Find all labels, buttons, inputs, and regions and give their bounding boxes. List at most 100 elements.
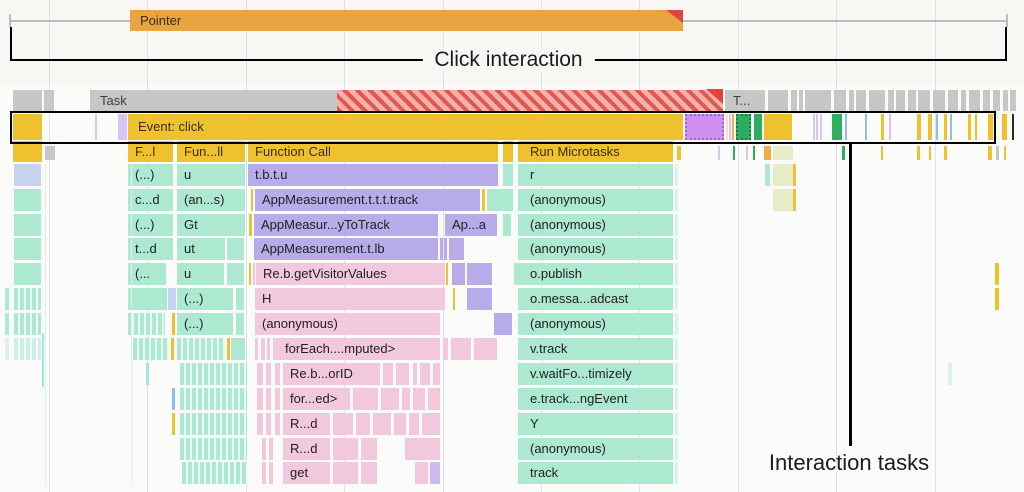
flame-bar[interactable] — [816, 114, 818, 140]
flame-bar[interactable] — [45, 146, 55, 160]
flame-bar[interactable] — [333, 462, 358, 484]
flame-bar[interactable] — [5, 288, 9, 310]
flame-bar[interactable] — [413, 388, 425, 410]
flame-bar[interactable] — [267, 338, 270, 360]
flame-bar[interactable] — [675, 388, 678, 410]
flame-bar[interactable] — [1003, 90, 1008, 111]
flame-bar[interactable] — [383, 363, 393, 385]
flame-bar[interactable] — [675, 288, 678, 310]
flame-bar[interactable] — [146, 363, 149, 385]
flame-bar-t-d[interactable]: t...d — [128, 238, 173, 260]
flame-bar-re-b-getvisitorvalues[interactable]: Re.b.getVisitorValues — [256, 263, 445, 285]
flame-bar[interactable] — [918, 90, 930, 111]
flame-bar[interactable] — [832, 114, 842, 140]
flame-bar[interactable] — [118, 114, 127, 140]
flame-bar-t-b-t-u[interactable]: t.b.t.u — [248, 164, 498, 186]
flame-bar[interactable] — [275, 363, 280, 385]
flame-bar[interactable] — [420, 363, 430, 385]
flame-bar[interactable] — [865, 114, 867, 140]
flame-bar-anonymous[interactable]: (anonymous) — [518, 189, 673, 211]
flame-bar[interactable] — [333, 413, 353, 435]
flame-bar[interactable] — [249, 263, 251, 285]
flame-bar[interactable] — [773, 146, 793, 160]
flame-bar[interactable] — [736, 114, 751, 140]
flame-bar-u[interactable]: u — [177, 263, 224, 285]
flame-bar[interactable] — [896, 90, 905, 111]
flame-bar[interactable] — [799, 90, 803, 111]
flame-bar[interactable] — [180, 388, 247, 410]
flame-bar[interactable] — [983, 90, 990, 111]
flame-bar[interactable] — [45, 164, 46, 485]
flame-bar[interactable] — [5, 338, 9, 360]
flame-bar[interactable] — [494, 313, 512, 335]
flame-bar[interactable] — [732, 114, 734, 140]
flame-bar-bar[interactable]: (...) — [128, 164, 173, 186]
flame-bar[interactable] — [14, 338, 41, 360]
flame-bar[interactable] — [503, 141, 513, 162]
flame-bar-anonymous[interactable]: (anonymous) — [518, 214, 673, 236]
flame-bar[interactable] — [405, 438, 440, 460]
flame-bar[interactable] — [881, 146, 883, 160]
flame-bar[interactable] — [928, 114, 932, 140]
flame-bar-anonymous[interactable]: (anonymous) — [518, 438, 673, 460]
flame-bar[interactable] — [975, 114, 977, 140]
flame-bar[interactable] — [726, 114, 728, 140]
flame-bar[interactable] — [227, 263, 244, 285]
flame-bar[interactable] — [172, 413, 175, 435]
flame-bar[interactable] — [675, 189, 678, 211]
flame-bar[interactable] — [996, 146, 999, 160]
flame-bar[interactable] — [409, 413, 419, 435]
flame-bar[interactable] — [514, 263, 518, 285]
flame-bar[interactable] — [182, 462, 247, 484]
flame-bar[interactable] — [180, 438, 247, 460]
flame-bar-appmeasurement-t-t-t-track[interactable]: AppMeasurement.t.t.t.track — [255, 189, 480, 211]
flame-bar[interactable] — [361, 462, 377, 484]
flame-bar[interactable] — [988, 146, 992, 160]
flame-bar-run-microtasks[interactable]: Run Microtasks — [518, 141, 673, 162]
flame-bar[interactable] — [675, 438, 678, 460]
flame-bar-get[interactable]: get — [283, 462, 330, 484]
flame-bar-track[interactable]: track — [518, 462, 673, 484]
flame-bar[interactable] — [133, 338, 168, 360]
flame-bar[interactable] — [764, 146, 771, 160]
flame-bar[interactable] — [917, 146, 920, 160]
flame-bar-for-ed[interactable]: for...ed> — [283, 388, 350, 410]
flame-bar[interactable] — [415, 462, 428, 484]
flame-bar[interactable] — [353, 388, 378, 410]
flame-bar[interactable] — [881, 114, 884, 140]
flame-bar-e-track-ngevent[interactable]: e.track...ngEvent — [518, 388, 673, 410]
flame-bar[interactable] — [266, 413, 271, 435]
flame-bar-t[interactable]: T... — [725, 90, 765, 111]
flame-bar[interactable] — [675, 313, 678, 335]
flame-bar[interactable] — [768, 90, 788, 111]
flame-bar-re-b-orid[interactable]: Re.b...orID — [283, 363, 380, 385]
flame-bar-v-track[interactable]: v.track — [518, 338, 673, 360]
flame-bar[interactable] — [266, 388, 271, 410]
flame-bar[interactable] — [275, 388, 280, 410]
flame-bar[interactable] — [251, 189, 253, 211]
flame-bar[interactable] — [261, 338, 265, 360]
flame-bar[interactable] — [675, 462, 678, 484]
flame-bar[interactable] — [813, 114, 815, 140]
flame-bar[interactable] — [1012, 114, 1014, 140]
flame-bar[interactable] — [842, 146, 845, 160]
flame-bar[interactable] — [14, 214, 41, 236]
flame-bar[interactable] — [449, 238, 464, 260]
flame-bar[interactable] — [381, 388, 399, 410]
flame-bar[interactable] — [474, 338, 497, 360]
flame-bar[interactable] — [451, 338, 471, 360]
flame-bar-h[interactable]: H — [255, 288, 445, 310]
flame-bar[interactable] — [14, 164, 41, 186]
flame-bar-r-d[interactable]: R...d — [283, 438, 330, 460]
flame-bar[interactable] — [14, 263, 41, 285]
flame-bar[interactable] — [269, 438, 273, 460]
flame-bar[interactable] — [42, 333, 44, 387]
flame-bar[interactable] — [993, 90, 1000, 111]
flame-bar-v-waitfo-timizely[interactable]: v.waitFo...timizely — [518, 363, 673, 385]
flame-bar[interactable] — [820, 114, 822, 140]
flame-bar[interactable] — [253, 263, 255, 285]
flame-bar[interactable] — [834, 90, 846, 111]
flame-bar[interactable] — [675, 214, 678, 236]
flame-bar-anonymous[interactable]: (anonymous) — [255, 313, 440, 335]
flame-bar[interactable] — [236, 313, 244, 335]
